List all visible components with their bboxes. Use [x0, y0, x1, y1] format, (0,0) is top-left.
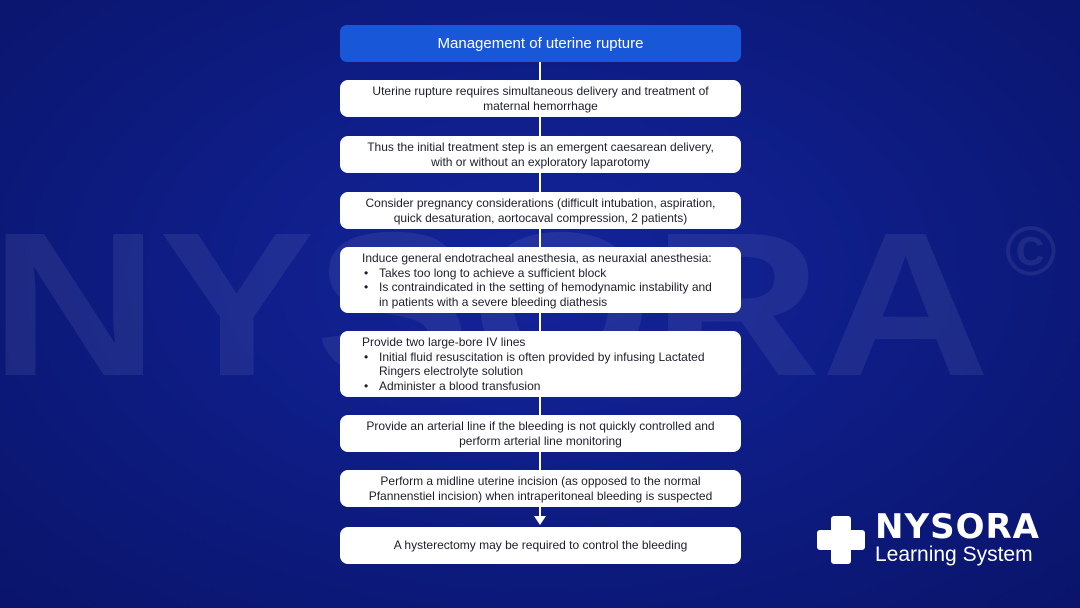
nysora-logo: NYSORA Learning System [815, 508, 1055, 572]
step-bullet: Initial fluid resuscitation is often pro… [362, 350, 719, 379]
diagram-title-text: Management of uterine rupture [437, 35, 644, 52]
step-bullet-list: Initial fluid resuscitation is often pro… [362, 350, 719, 394]
step-bullet: Administer a blood transfusion [362, 379, 719, 394]
step-box-3: Consider pregnancy considerations (diffi… [340, 192, 741, 229]
step-text: A hysterectomy may be required to contro… [393, 538, 688, 553]
step-box-5: Provide two large-bore IV lines Initial … [340, 331, 741, 397]
logo-subtitle: Learning System [875, 543, 1033, 566]
step-text: Consider pregnancy considerations (diffi… [365, 196, 716, 225]
step-bullet-list: Takes too long to achieve a sufficient b… [362, 266, 719, 310]
step-text: Uterine rupture requires simultaneous de… [372, 84, 709, 113]
step-box-8: A hysterectomy may be required to contro… [340, 527, 741, 564]
diagram-title: Management of uterine rupture [340, 25, 741, 62]
step-box-7: Perform a midline uterine incision (as o… [340, 470, 741, 507]
step-text: Thus the initial treatment step is an em… [367, 140, 714, 169]
step-bullet: Is contraindicated in the setting of hem… [362, 280, 719, 309]
step-box-2: Thus the initial treatment step is an em… [340, 136, 741, 173]
flow-arrow-head [534, 516, 546, 525]
step-box-4: Induce general endotracheal anesthesia, … [340, 247, 741, 313]
step-text: Provide two large-bore IV lines [362, 335, 526, 349]
logo-name: NYSORA [875, 507, 1040, 547]
medical-cross-icon [817, 516, 865, 564]
step-box-1: Uterine rupture requires simultaneous de… [340, 80, 741, 117]
step-box-6: Provide an arterial line if the bleeding… [340, 415, 741, 452]
step-bullet: Takes too long to achieve a sufficient b… [362, 266, 719, 281]
step-text: Perform a midline uterine incision (as o… [368, 474, 713, 503]
step-text: Induce general endotracheal anesthesia, … [362, 251, 712, 265]
step-text: Provide an arterial line if the bleeding… [366, 419, 715, 448]
watermark-copyright: © [1005, 212, 1057, 290]
